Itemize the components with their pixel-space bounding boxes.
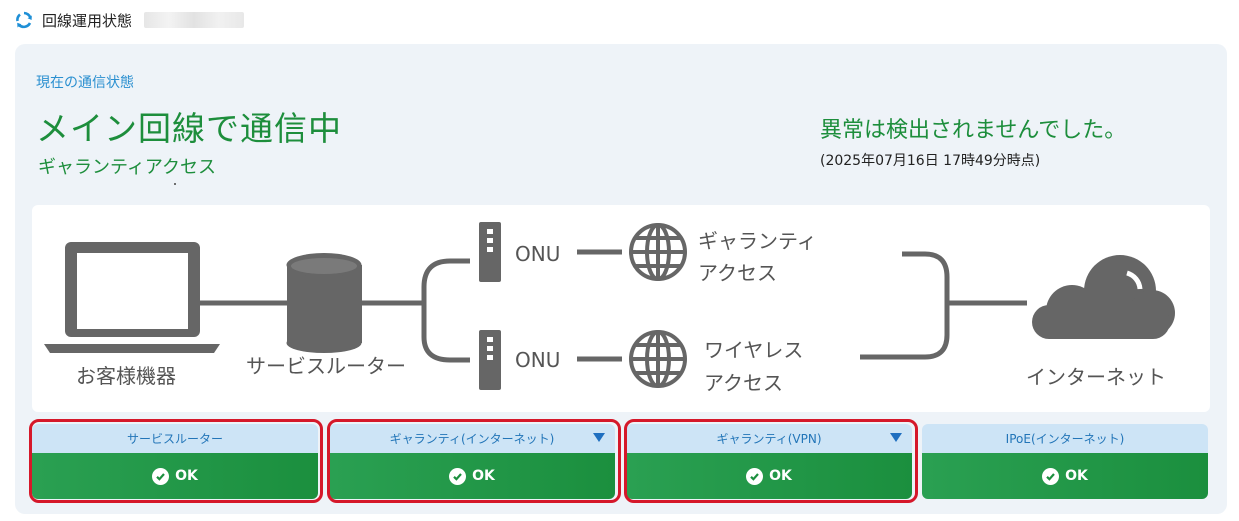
status-tiles: サービスルーター OK ギャランティ(インターネット) OK ギャランティ(VP… [32,424,1210,499]
tile-status: OK [1065,468,1088,484]
tile-status-bar: OK [626,453,912,499]
page-title: 回線運用状態 [42,11,133,30]
check-circle-icon [449,467,467,485]
tile-title: サービスルーター [126,432,223,446]
router-label: サービスルーター [246,354,406,378]
tile-header: ギャランティ(VPN) [626,424,912,453]
service-type-text: ギャランティアクセス [38,157,217,178]
line2-label: ワイヤレス [704,338,804,362]
tile-title: ギャランティ(インターネット) [389,432,555,446]
line2-label-sub: アクセス [704,371,783,395]
tile-status-bar: OK [329,453,615,499]
onu-label: ONU [515,242,561,266]
globe-icon [629,223,687,281]
tile-header: IPoE(インターネット) [922,424,1208,453]
tile-title: ギャランティ(VPN) [716,432,822,446]
tile-guarantee-internet[interactable]: ギャランティ(インターネット) OK [329,424,615,499]
network-diagram-graphics [44,222,1175,390]
anomaly-message: 異常は検出されませんでした。 [820,118,1127,143]
main-status-text: メイン回線で通信中 [36,109,342,148]
tile-title: IPoE(インターネット) [1005,432,1125,446]
tile-status: OK [769,468,792,484]
tile-header: ギャランティ(インターネット) [329,424,615,453]
tile-status: OK [472,468,495,484]
redacted-id [144,12,245,28]
check-circle-icon [1042,467,1060,485]
tile-service-router[interactable]: サービスルーター OK [32,424,318,499]
tile-status: OK [175,468,198,484]
refresh-icon [16,11,32,29]
router-icon [286,253,362,353]
onu-icon [479,330,501,390]
tile-ipoe-internet[interactable]: IPoE(インターネット) OK [922,424,1208,499]
check-circle-icon [746,467,764,485]
onu-label: ONU [515,348,561,372]
page-header: 回線運用状態 [14,8,245,32]
dropdown-caret-icon[interactable] [890,433,902,442]
globe-icon [629,330,687,388]
onu-icon [479,222,501,282]
tile-status-bar: OK [32,453,318,499]
line1-label-sub: アクセス [698,261,777,285]
tile-status-bar: OK [922,453,1208,499]
stray-dot [174,183,176,185]
dropdown-caret-icon[interactable] [593,433,605,442]
tile-guarantee-vpn[interactable]: ギャランティ(VPN) OK [626,424,912,499]
tile-header: サービスルーター [32,424,318,453]
customer-device-label: お客様機器 [76,364,176,388]
status-timestamp: (2025年07月16日 17時49分時点) [820,153,1041,169]
status-label: 現在の通信状態 [36,75,134,91]
line1-label: ギャランティ [698,229,817,253]
internet-label: インターネット [1026,365,1166,389]
connection-lines [200,249,1027,363]
check-circle-icon [152,467,170,485]
laptop-icon [44,242,220,353]
network-diagram: お客様機器 サービスルーター ONU ONU ギャランティ アクセス ワイヤレス… [32,205,1210,412]
cloud-icon [1032,255,1175,339]
